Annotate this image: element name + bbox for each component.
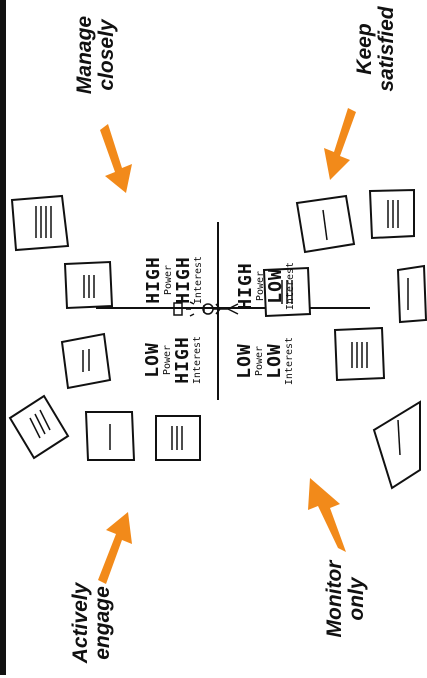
label-line-1: Manage [73, 15, 96, 95]
sticky-note [295, 194, 356, 254]
label-actively-engage: Actively engage [69, 568, 116, 678]
sticky-note [262, 266, 312, 318]
arrow-monitor-only [308, 478, 346, 552]
sticky-note [368, 188, 415, 240]
label-line-2: engage [91, 586, 114, 660]
label-line-1: Keep [353, 23, 376, 75]
sticky-note [155, 415, 201, 461]
interest-word: Interest [284, 336, 295, 386]
power-level: LOW [234, 343, 255, 379]
quadrant-low-power-high-interest: LOW Power HIGH Interest [142, 300, 214, 420]
sticky-note [10, 194, 70, 252]
interest-level: HIGH [172, 336, 193, 384]
interest-word: Interest [192, 335, 203, 385]
sticky-note [8, 394, 70, 460]
arrow-manage-closely [100, 124, 132, 193]
sticky-note [396, 264, 427, 324]
label-manage-closely: Manage closely [73, 0, 120, 110]
label-monitor-only: Monitor only [323, 544, 370, 654]
left-border-bar [0, 0, 6, 675]
label-line-2: only [345, 577, 368, 621]
interest-level: LOW [264, 343, 285, 379]
label-keep-satisfied: Keep satisfied [353, 0, 400, 104]
label-line-2: satisfied [375, 6, 398, 92]
arrow-actively-engage [98, 512, 132, 584]
sticky-note [84, 411, 136, 461]
person-figure [173, 301, 239, 317]
sticky-note [63, 260, 114, 310]
sticky-note [372, 400, 421, 490]
label-line-2: closely [95, 19, 118, 91]
power-level: LOW [142, 342, 163, 378]
sticky-note [333, 326, 386, 382]
sticky-note [60, 332, 112, 390]
arrow-keep-satisfied [324, 108, 356, 180]
label-line-1: Actively [69, 582, 92, 664]
label-line-1: Monitor [323, 560, 346, 638]
quadrant-low-power-low-interest: LOW Power LOW Interest [234, 301, 308, 421]
